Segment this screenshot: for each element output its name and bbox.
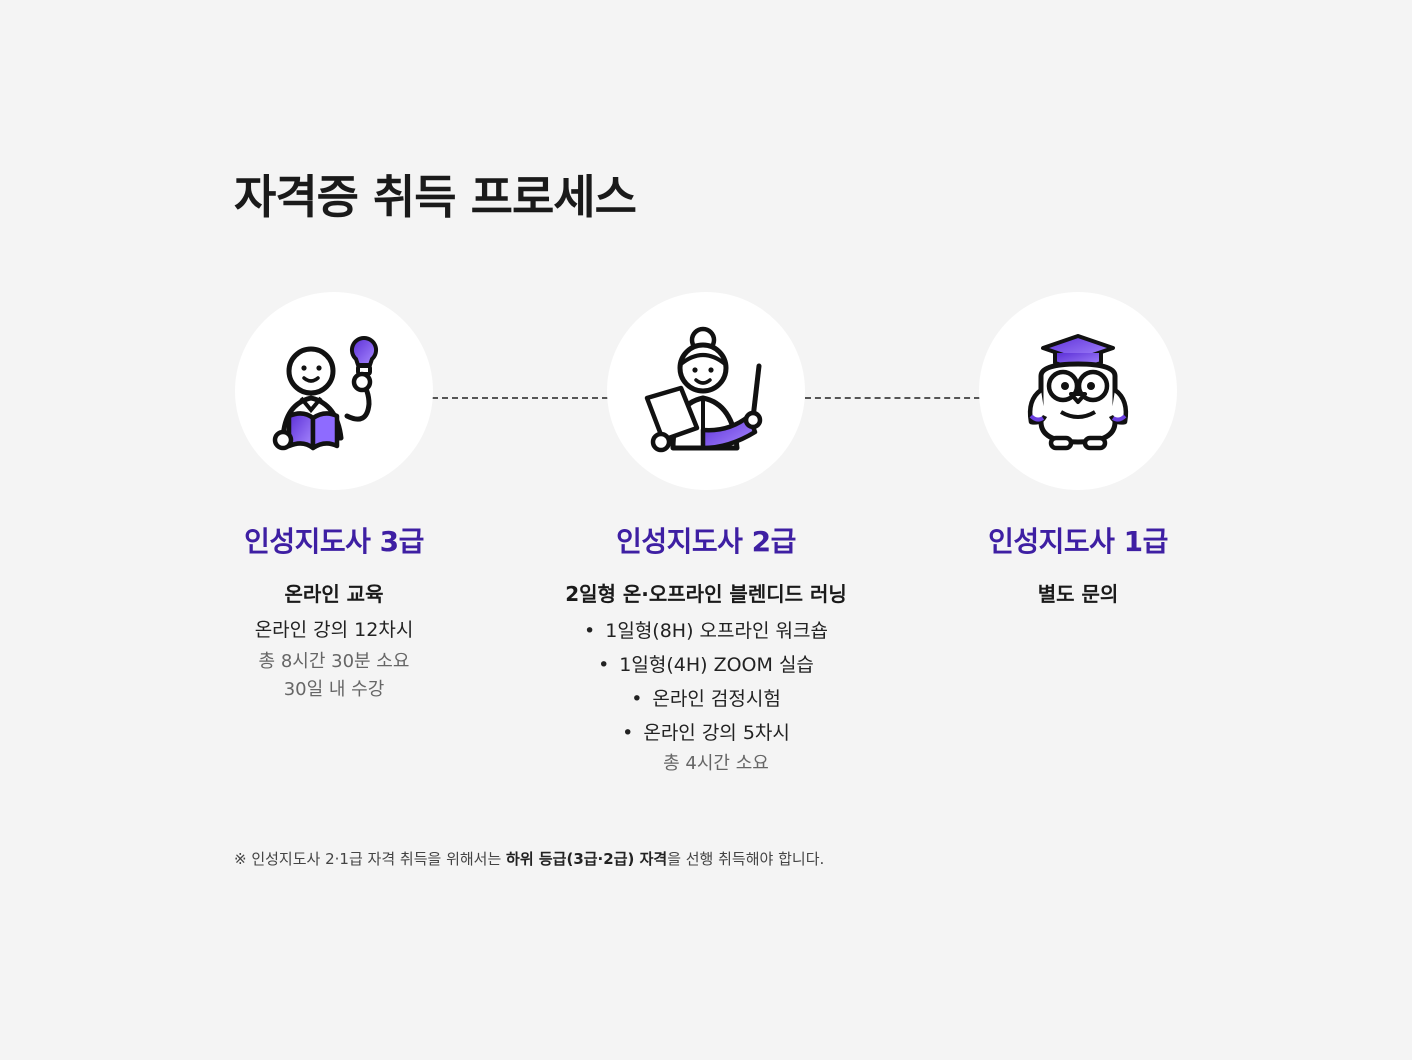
footnote-emphasis: 하위 등급(3급·2급) 자격 (506, 850, 668, 868)
step-level-3: 인성지도사 3급 온라인 교육 온라인 강의 12차시 총 8시간 30분 소요… (134, 292, 534, 704)
step-icon-circle (607, 292, 805, 490)
step-deadline: 30일 내 수강 (283, 679, 385, 700)
list-item: •온라인 검정시험 (631, 688, 781, 710)
list-item: •온라인 강의 5차시 (622, 722, 790, 744)
connector-line-2 (805, 397, 980, 399)
connector-line-1 (432, 397, 608, 399)
step-mode: 2일형 온·오프라인 블렌디드 러닝 (565, 582, 847, 606)
list-item: •1일형(8H) 오프라인 워크숍 (584, 620, 828, 642)
step-level-title: 인성지도사 2급 (616, 525, 796, 558)
step-icon-circle (235, 292, 433, 490)
step-mode: 별도 문의 (1037, 582, 1119, 606)
graduate-owl-icon (1027, 334, 1129, 451)
list-item: •1일형(4H) ZOOM 실습 (598, 654, 814, 676)
step-lecture-count: 온라인 강의 12차시 (254, 619, 414, 641)
step-level-1: 인성지도사 1급 별도 문의 (878, 292, 1278, 608)
step-level-2: 인성지도사 2급 2일형 온·오프라인 블렌디드 러닝 •1일형(8H) 오프라… (506, 292, 906, 778)
teacher-pointer-icon (644, 326, 763, 453)
step-level-title: 인성지도사 3급 (244, 525, 424, 558)
step-mode: 온라인 교육 (284, 582, 384, 606)
step-duration: 총 4시간 소요 (663, 753, 769, 774)
step-level-title: 인성지도사 1급 (988, 525, 1168, 558)
footnote: ※ 인성지도사 2·1급 자격 취득을 위해서는 하위 등급(3급·2급) 자격… (234, 850, 825, 868)
page-title: 자격증 취득 프로세스 (234, 170, 637, 224)
step-duration: 총 8시간 30분 소요 (258, 651, 410, 672)
step-icon-circle (979, 292, 1177, 490)
step-program-list: •1일형(8H) 오프라인 워크숍 •1일형(4H) ZOOM 실습 •온라인 … (506, 614, 906, 750)
student-reading-icon (272, 335, 379, 451)
